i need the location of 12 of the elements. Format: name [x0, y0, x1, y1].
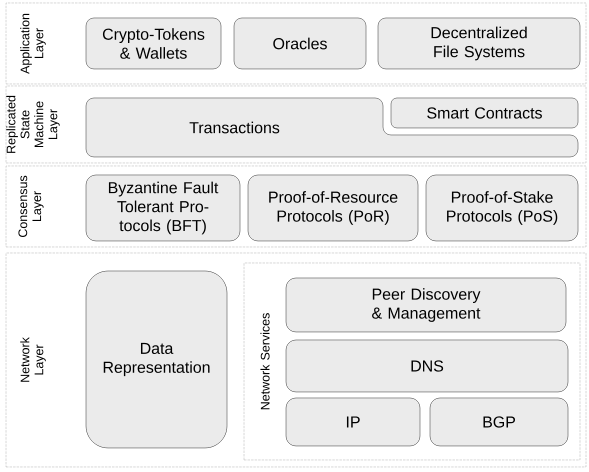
- rounded-box: BGP: [430, 398, 568, 446]
- rounded-box: Proof-of-Stake Protocols (PoS): [426, 174, 578, 242]
- rounded-box: Data Representation: [86, 270, 228, 448]
- rounded-box: Byzantine Fault Tolerant Pro- tocols (BFT): [86, 174, 240, 242]
- rounded-box: IP: [286, 398, 420, 446]
- rounded-box: Decentralized File Systems: [378, 18, 580, 70]
- rounded-box: Smart Contracts: [390, 98, 578, 128]
- rounded-box: DNS: [286, 340, 568, 392]
- rounded-box: Proof-of-Resource Protocols (PoR): [248, 174, 418, 242]
- rounded-box: Crypto-Tokens & Wallets: [86, 18, 222, 70]
- rounded-box: Peer Discovery & Management: [286, 278, 566, 332]
- rounded-box: Oracles: [234, 18, 366, 70]
